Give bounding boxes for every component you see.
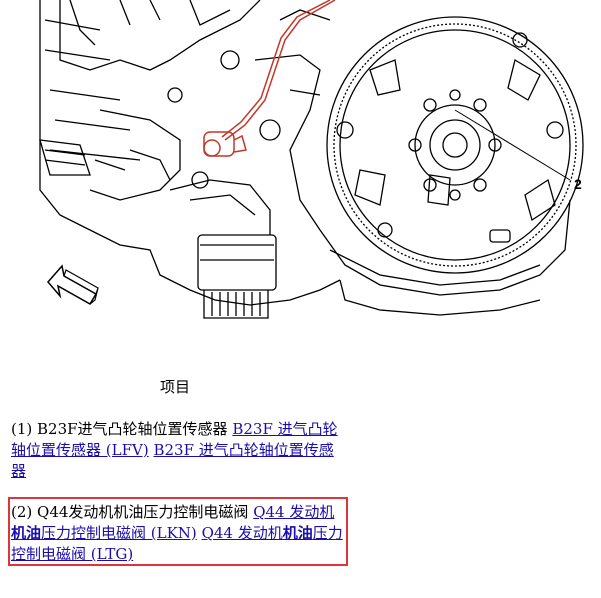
- highlight-box: [8, 497, 348, 566]
- callout-label-2: 2: [574, 176, 582, 192]
- link-q44-lkn[interactable]: Q44 发动机机油压力控制电磁阀 (LKN): [11, 503, 335, 542]
- item-text: B23F进气凸轮轴位置传感器: [37, 420, 228, 438]
- item-number: (2): [11, 503, 33, 521]
- list-item: (1) B23F进气凸轮轴位置传感器 B23F 进气凸轮轴位置传感器 (LFV)…: [11, 419, 347, 482]
- engine-drawing-svg: [39, 0, 584, 319]
- list-item: (2) Q44发动机机油压力控制电磁阀 Q44 发动机机油压力控制电磁阀 (LK…: [11, 502, 347, 565]
- engine-illustration: 2: [39, 0, 584, 319]
- link-b23f-lfv[interactable]: B23F 进气凸轮轴位置传感器 (LFV): [11, 420, 338, 459]
- table-header: 项目: [160, 378, 191, 396]
- item-text: Q44发动机机油压力控制电磁阀: [37, 503, 249, 521]
- link-q44-ltg[interactable]: Q44 发动机机油压力控制电磁阀 (LTG): [11, 524, 343, 563]
- link-b23f[interactable]: B23F 进气凸轮轴位置传感器: [11, 441, 334, 480]
- item-number: (1): [11, 420, 33, 438]
